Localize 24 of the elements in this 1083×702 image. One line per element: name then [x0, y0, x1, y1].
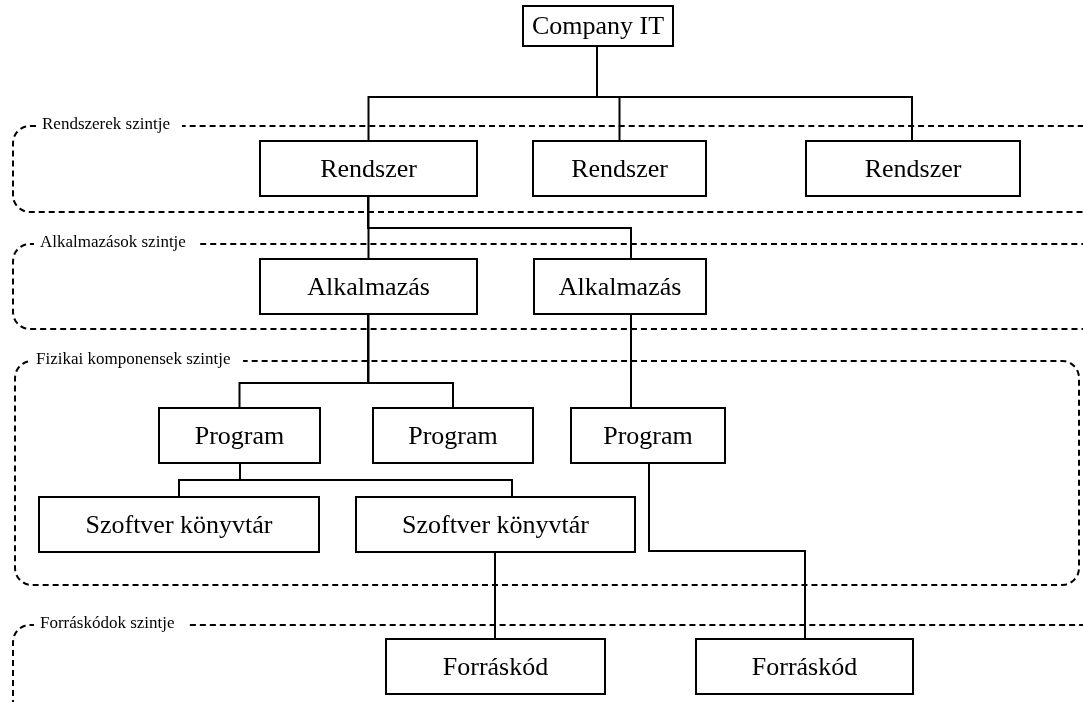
- connector-line: [367, 196, 632, 259]
- org-box: Alkalmazás: [259, 258, 478, 315]
- org-box: Program: [372, 407, 534, 464]
- org-box: Szoftver könyvtár: [355, 496, 636, 553]
- level-title: Forráskódok szintje: [34, 613, 187, 633]
- connector-line: [648, 463, 806, 639]
- org-box: Forráskód: [695, 638, 914, 695]
- org-box: Szoftver könyvtár: [38, 496, 320, 553]
- connector-line: [494, 552, 496, 639]
- org-box: Program: [158, 407, 321, 464]
- connector-line: [239, 463, 513, 497]
- org-box: Alkalmazás: [533, 258, 707, 315]
- connector-line: [630, 314, 632, 408]
- connector-line: [367, 314, 454, 408]
- connector-line: [238, 314, 370, 408]
- connector-line: [367, 196, 370, 259]
- org-box: Rendszer: [805, 140, 1021, 197]
- org-box: Program: [570, 407, 726, 464]
- org-box: Rendszer: [259, 140, 478, 197]
- org-box: Rendszer: [532, 140, 707, 197]
- org-box: Forráskód: [385, 638, 606, 695]
- level-title: Fizikai komponensek szintje: [30, 349, 243, 369]
- org-box: Company IT: [522, 5, 674, 47]
- level-title: Alkalmazások szintje: [34, 232, 198, 252]
